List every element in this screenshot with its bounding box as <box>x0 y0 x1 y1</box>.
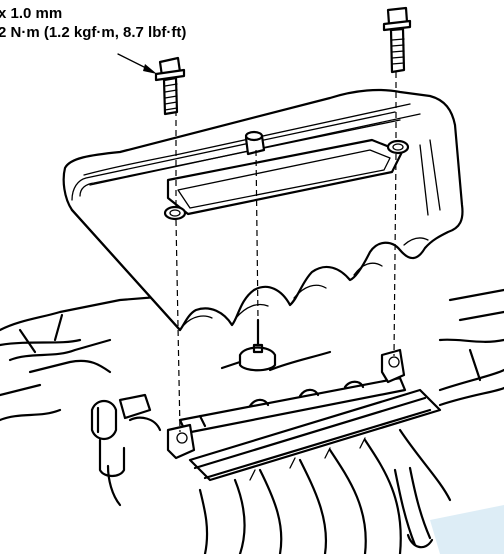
torque-spec-label: 2 N·m (1.2 kgf·m, 8.7 lbf·ft) <box>0 24 187 41</box>
left-bolt <box>154 56 186 116</box>
engine-background <box>0 288 504 554</box>
bolt-size-label: x 1.0 mm <box>0 5 63 22</box>
watermark-shape <box>430 505 504 554</box>
alignment-lines <box>175 72 397 433</box>
callout-leader-arrow <box>117 53 157 74</box>
engine-cover <box>62 88 464 332</box>
right-bolt <box>382 6 412 74</box>
torque-callout: x 1.0 mm 2 N·m (1.2 kgf·m, 8.7 lbf·ft) <box>0 4 186 42</box>
